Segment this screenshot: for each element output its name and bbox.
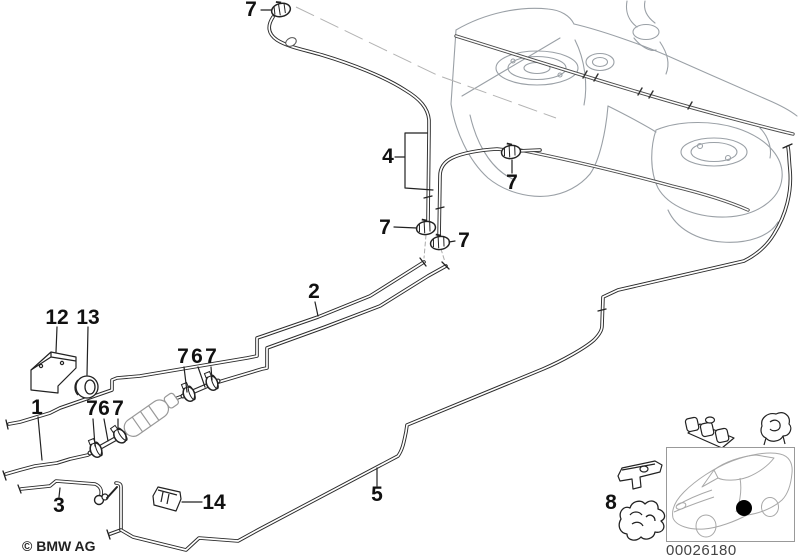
- callout-6-a: 6: [191, 345, 203, 368]
- callout-7-a2: 7: [205, 345, 217, 368]
- rear-fuel-line-5: [106, 143, 793, 552]
- callout-7-b2: 7: [112, 397, 124, 420]
- vent-line-3: [17, 479, 118, 506]
- tank-rail-lines: [454, 34, 795, 212]
- copyright-text: © BMW AG: [22, 538, 96, 554]
- pipe-clips-unlabeled: [684, 412, 792, 449]
- diagram-id: 00026180: [666, 542, 737, 559]
- inset-box: [666, 447, 795, 542]
- callout-14: 14: [202, 491, 226, 514]
- callout-7-top: 7: [245, 0, 257, 21]
- tank-vent-pipes-4: [267, 15, 542, 263]
- callout-7-b1: 7: [86, 397, 98, 420]
- car-silhouette: [672, 452, 793, 538]
- clip-8: [618, 500, 666, 541]
- callout-8: 8: [605, 491, 617, 514]
- location-inset: [666, 447, 795, 542]
- callout-6-b: 6: [98, 397, 110, 420]
- callout-5: 5: [371, 483, 383, 506]
- fuel-return-line-2: [5, 257, 427, 430]
- hose-clips-7: [268, 0, 523, 252]
- callout-13: 13: [76, 306, 100, 329]
- dashed-leader-line: [295, 6, 557, 119]
- callout-2: 2: [308, 280, 320, 303]
- callout-7-tank: 7: [506, 171, 518, 194]
- holder-bracket: [617, 460, 663, 490]
- callout-7-right: 7: [458, 229, 470, 252]
- callout-7-left: 7: [379, 216, 391, 239]
- fuel-filter-sleeve: [123, 392, 180, 437]
- callout-3: 3: [53, 494, 65, 517]
- callout-12: 12: [45, 306, 69, 329]
- location-dot: [736, 500, 752, 516]
- fuel-tank-drawing: [450, 0, 798, 243]
- callout-7-a1: 7: [177, 345, 189, 368]
- grommet-13: [74, 375, 99, 399]
- bracket-14: [152, 486, 182, 512]
- leader-lines: [37, 9, 513, 503]
- callout-4: 4: [382, 145, 394, 168]
- callout-1: 1: [31, 396, 43, 419]
- bracket-12: [30, 351, 77, 394]
